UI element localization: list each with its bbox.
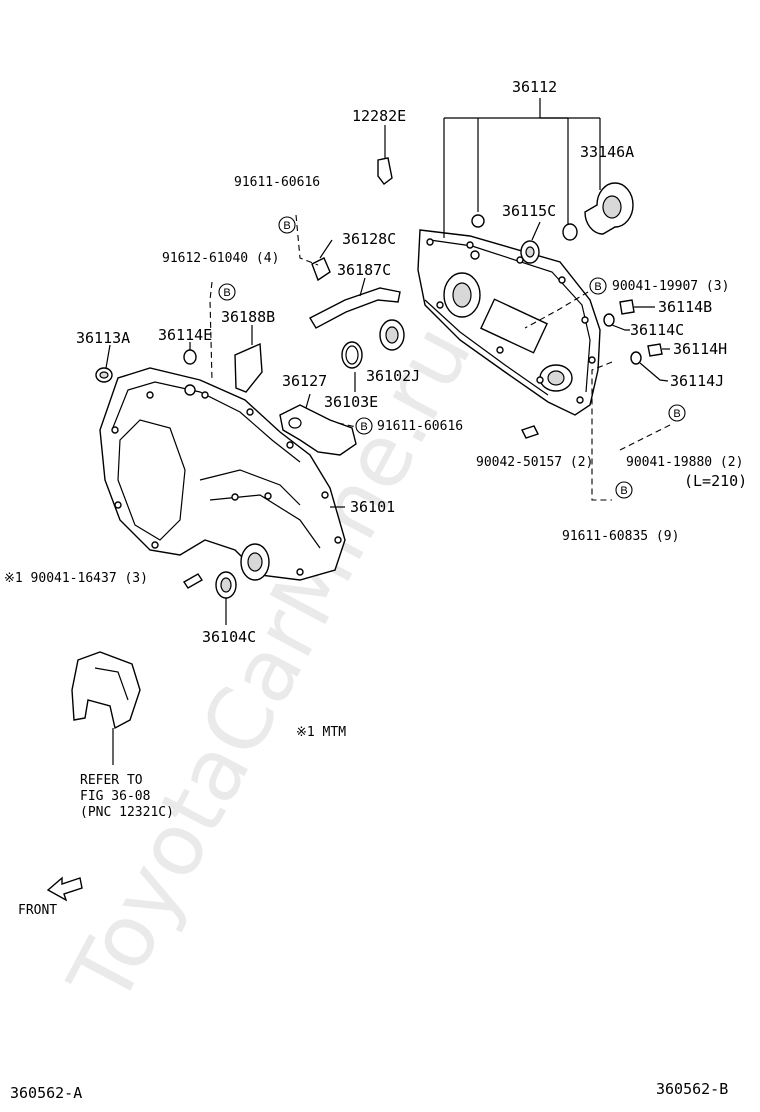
b-marker-5: B xyxy=(668,404,686,422)
part-36114E xyxy=(183,342,197,365)
transfer-case-rear-housing xyxy=(417,229,601,416)
b-marker-1: B xyxy=(278,216,296,234)
part-36115C xyxy=(520,221,541,264)
svg-text:B: B xyxy=(620,485,627,497)
part-36113A xyxy=(95,344,113,383)
label-91611-60616-top: 91611-60616 xyxy=(234,175,320,190)
label-91612-61040: 91612-61040 (4) xyxy=(162,251,279,266)
label-36114C: 36114C xyxy=(630,321,684,339)
svg-text:B: B xyxy=(673,408,680,420)
part-36188B xyxy=(234,325,263,393)
front-arrow-icon xyxy=(46,876,83,902)
refer-line-3: (PNC 12321C) xyxy=(80,805,174,820)
part-36187C xyxy=(309,277,401,329)
label-36101: 36101 xyxy=(350,498,395,516)
part-36127 xyxy=(279,393,357,456)
part-36114J xyxy=(630,351,669,382)
part-36128C xyxy=(311,239,333,282)
label-36115C: 36115C xyxy=(502,202,556,220)
part-36112-seal xyxy=(562,223,578,241)
part-36114C xyxy=(603,313,630,331)
label-36114H: 36114H xyxy=(673,340,727,358)
svg-text:B: B xyxy=(360,421,367,433)
label-36114E: 36114E xyxy=(158,326,212,344)
b-marker-4: B xyxy=(355,417,373,435)
label-12282E: 12282E xyxy=(352,107,406,125)
label-front: FRONT xyxy=(18,903,57,918)
label-36114B: 36114B xyxy=(658,298,712,316)
part-90042-50157 xyxy=(521,425,539,439)
part-90041-16437 xyxy=(183,573,203,589)
transfer-case-front-housing xyxy=(99,367,346,581)
part-36104C xyxy=(215,571,237,625)
label-36187C: 36187C xyxy=(337,261,391,279)
label-36103E: 36103E xyxy=(324,393,378,411)
refer-line-1: REFER TO xyxy=(80,773,143,788)
b-marker-3: B xyxy=(589,277,607,295)
label-36188B: 36188B xyxy=(221,308,275,326)
label-91611-60835: 91611-60835 (9) xyxy=(562,529,679,544)
part-36114B xyxy=(619,299,655,315)
label-90041-19880: 90041-19880 (2) xyxy=(626,455,743,470)
bearing-33146A xyxy=(584,182,634,235)
label-36113A: 36113A xyxy=(76,329,130,347)
part-36102J xyxy=(379,319,405,351)
b-marker-2: B xyxy=(218,283,236,301)
leader-36112 xyxy=(443,98,601,238)
label-36104C: 36104C xyxy=(202,628,256,646)
refer-line-2: FIG 36-08 xyxy=(80,789,150,804)
part-36114H xyxy=(647,343,670,357)
note-mtm: ※1 MTM xyxy=(296,725,346,740)
figure-code-left: 360562-A xyxy=(10,1084,82,1102)
label-90041-19907: 90041-19907 (3) xyxy=(612,279,729,294)
dashed-leaders xyxy=(209,214,671,501)
svg-text:B: B xyxy=(223,287,230,299)
part-36112-plug xyxy=(471,214,485,228)
label-90041-16437: ※1 90041-16437 (3) xyxy=(4,571,148,586)
part-36103E xyxy=(341,341,363,392)
reference-bracket-12321C xyxy=(71,651,141,765)
label-36114J: 36114J xyxy=(670,372,724,390)
label-90042-50157: 90042-50157 (2) xyxy=(476,455,593,470)
svg-text:B: B xyxy=(594,281,601,293)
label-36112: 36112 xyxy=(512,78,557,96)
label-91611-60616-mid: 91611-60616 xyxy=(377,419,463,434)
label-36128C: 36128C xyxy=(342,230,396,248)
label-36127: 36127 xyxy=(282,372,327,390)
svg-text:B: B xyxy=(283,220,290,232)
label-36102J: 36102J xyxy=(366,367,420,385)
figure-code-right: 360562-B xyxy=(656,1080,728,1098)
label-33146A: 33146A xyxy=(580,143,634,161)
part-12282E xyxy=(377,125,393,185)
b-marker-6: B xyxy=(615,481,633,499)
label-length-210: (L=210) xyxy=(684,472,747,490)
